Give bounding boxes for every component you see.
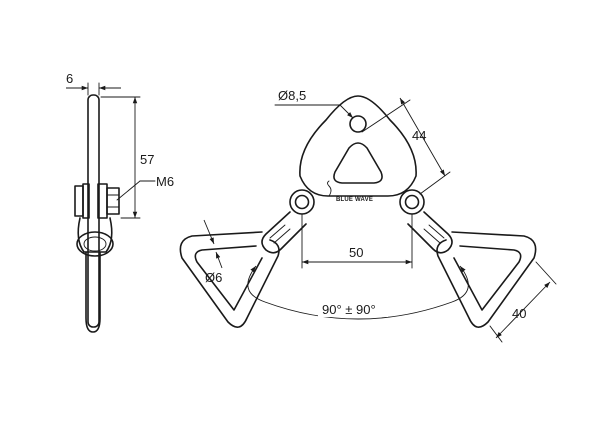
dim-pivot-spacing: 50 — [349, 245, 363, 260]
bolt-head-left — [74, 185, 84, 217]
swivel-eye — [76, 231, 114, 257]
left-swivel-link — [261, 211, 307, 254]
brand-text: BLUE WAVE — [336, 197, 373, 203]
side-handle-bar — [85, 251, 101, 333]
right-swivel-link — [407, 211, 453, 254]
dim-bolt: M6 — [156, 174, 174, 189]
left-handle-inner — [194, 245, 263, 311]
front-view: BLUE WAVE Ø8,5 44 50 — [179, 88, 557, 343]
right-pivot-nut — [404, 194, 420, 210]
right-handle — [436, 231, 537, 328]
dim-hole-diameter: Ø8,5 — [278, 88, 306, 103]
right-handle-inner — [453, 245, 522, 311]
dim-top-to-pivot: 44 — [412, 128, 426, 143]
center-cutout — [333, 142, 383, 184]
left-handle — [179, 231, 280, 328]
swivel-ring — [77, 217, 113, 253]
dim-grip-diameter: Ø6 — [205, 270, 222, 285]
top-hole — [349, 115, 367, 133]
side-view: 6 57 M6 — [66, 71, 174, 333]
dim-handle-width: 40 — [512, 306, 526, 321]
dim-side-height: 57 — [140, 152, 154, 167]
body-plate — [299, 95, 417, 197]
nut-right — [106, 187, 120, 215]
left-pivot-washer — [289, 189, 315, 215]
washer-left — [82, 183, 90, 219]
left-pivot-nut — [294, 194, 310, 210]
leader-m6 — [116, 180, 141, 201]
side-plate — [87, 94, 100, 328]
dim-swing-angle: 90° ± 90° — [322, 302, 376, 317]
dim-side-thickness: 6 — [66, 71, 73, 86]
brand-logo-icon — [327, 180, 332, 197]
